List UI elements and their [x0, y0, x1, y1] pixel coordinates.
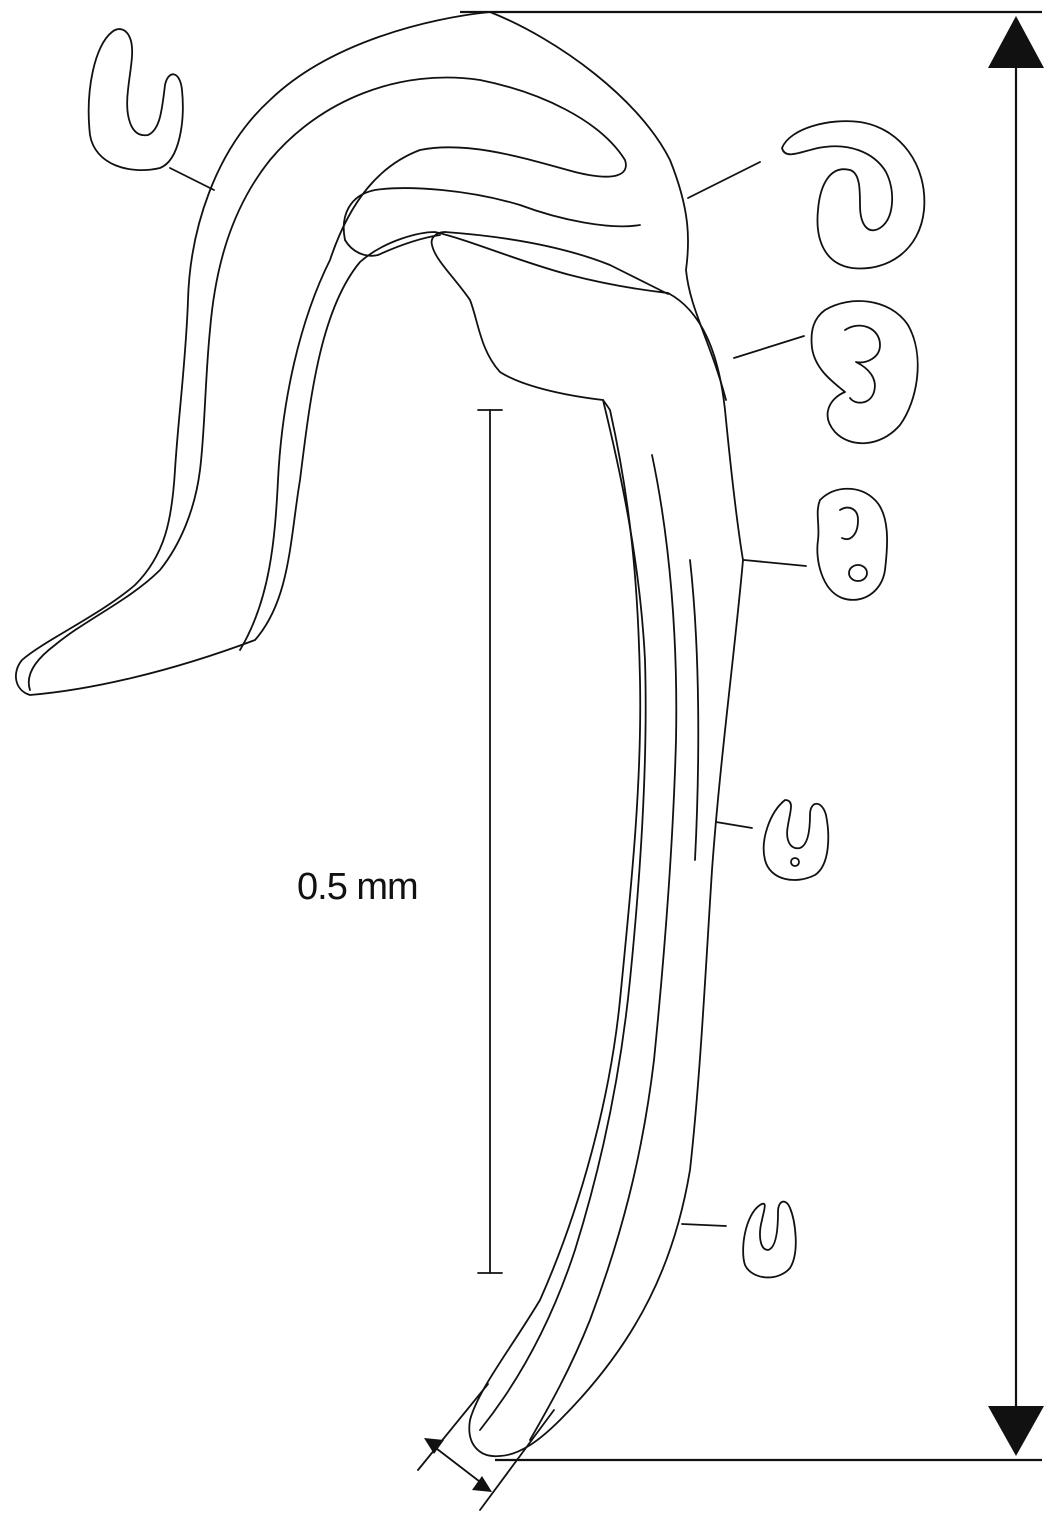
spicule-outline [16, 12, 743, 1456]
spicule-outer-contour [16, 12, 743, 1456]
cross-section-2-leader [688, 162, 760, 198]
cross-section-3-inner [845, 326, 880, 403]
spicule-hood-base [345, 235, 440, 256]
cross-section-1 [89, 29, 214, 190]
cross-section-6-leader [682, 1224, 726, 1226]
cross-section-3 [734, 301, 918, 443]
spicule-shank-line-1 [480, 400, 646, 1430]
cross-section-4 [744, 489, 887, 600]
cross-section-6 [682, 1202, 796, 1278]
cross-section-5-leader [716, 822, 752, 828]
cross-section-3-leader [734, 336, 804, 358]
cross-section-5-dot [791, 858, 799, 866]
spicule-hood-ledge [344, 188, 640, 240]
cross-section-1-leader [170, 168, 214, 190]
cross-section-5-shape [764, 800, 829, 880]
length-arrow-head-top [988, 16, 1044, 68]
cross-section-4-slot [840, 508, 858, 539]
cross-section-6-shape [743, 1202, 796, 1278]
cross-section-1-shape [89, 29, 183, 170]
length-arrow-head-bottom [988, 1406, 1044, 1456]
cross-section-4-hole [849, 565, 867, 581]
spicule-shank-line-3 [690, 560, 698, 860]
length-dimension [460, 12, 1044, 1460]
tip-width-dimension [418, 1384, 554, 1510]
spicule-bend-knob [445, 232, 668, 294]
cross-section-3-shape [812, 301, 918, 443]
scale-bar [478, 410, 502, 1273]
cross-section-5 [716, 800, 828, 880]
spicule-right-contour [490, 12, 726, 400]
cross-section-2-shape [782, 121, 924, 268]
cross-section-4-leader [744, 560, 806, 566]
cross-section-4-shape [817, 489, 887, 600]
cross-section-2 [688, 121, 924, 268]
tip-extension-left [418, 1384, 488, 1470]
scale-bar-label: 0.5 mm [297, 866, 418, 909]
spicule-shank-line-2 [530, 455, 676, 1440]
